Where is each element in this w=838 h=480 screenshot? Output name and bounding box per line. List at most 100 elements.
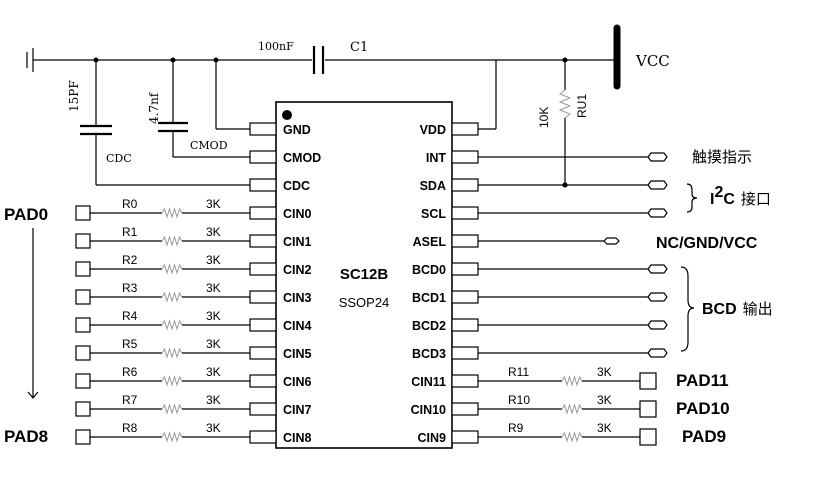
- resistor-value: 3K: [206, 393, 221, 407]
- right-pin-stub: [451, 290, 479, 304]
- left-pin-label: CMOD: [283, 151, 321, 165]
- touch-pad: [75, 233, 91, 249]
- resistor-name: R4: [122, 309, 138, 323]
- right-pin-stub: [451, 206, 479, 220]
- right-pin-label: BCD2: [412, 319, 446, 333]
- left-pin-label: CIN2: [283, 263, 312, 277]
- resistor-value: 3K: [206, 225, 221, 239]
- i2c-label-i: I: [710, 191, 714, 208]
- pullup-resistor: 10K RU1: [537, 60, 589, 188]
- i2c-brace: [686, 183, 698, 213]
- channel-resistor: [161, 263, 183, 275]
- touch-pad: [75, 373, 91, 389]
- touch-pad: [75, 289, 91, 305]
- right-pin-label: CIN10: [411, 403, 446, 417]
- right-pin-stub: [451, 178, 479, 192]
- cmod-name: CMOD: [190, 139, 228, 152]
- channel-resistor: [561, 431, 583, 443]
- left-pin-column: GNDCMODCDCCIN0CIN1CIN2CIN3CIN4CIN5CIN6CI…: [249, 122, 321, 445]
- cdc-capacitor: 15PF CDC: [67, 60, 250, 186]
- chip-name: SC12B: [340, 266, 389, 283]
- bcd-brace-shape: [680, 266, 695, 352]
- channel-resistor: [161, 207, 183, 219]
- resistor-name: R7: [122, 393, 138, 407]
- resistor-value: 3K: [206, 253, 221, 267]
- right-pin-label: BCD1: [412, 291, 446, 305]
- cdc-name: CDC: [106, 152, 132, 165]
- left-pin-stub: [249, 346, 277, 360]
- resistor-value: 3K: [597, 421, 612, 435]
- asel-options-label: NC/GND/VCC: [656, 235, 758, 252]
- pullup-value: 10K: [537, 107, 551, 128]
- right-pin-label: INT: [426, 151, 447, 165]
- touch-pad: [75, 429, 91, 445]
- channel-resistor: [161, 319, 183, 331]
- left-pin-stub: [249, 374, 277, 388]
- pullup-name: RU1: [575, 94, 589, 118]
- touch-pad: [639, 372, 657, 390]
- pad11-label: PAD11: [676, 371, 729, 390]
- channel-resistor: [161, 431, 183, 443]
- right-pin-stub: [451, 122, 479, 136]
- i2c-label-c: C: [723, 191, 735, 208]
- bcd-output-label: BCD 输出: [702, 300, 773, 318]
- left-pin-label: CIN3: [283, 291, 312, 305]
- channel-resistor: [161, 235, 183, 247]
- resistor-name: R8: [122, 421, 138, 435]
- bcd-output-label-main: BCD: [702, 301, 737, 318]
- left-pin-label: CIN0: [283, 207, 312, 221]
- left-pin-label: CIN7: [283, 403, 312, 417]
- output-terminal: [647, 320, 668, 330]
- bcd-output-label-rest: 输出: [743, 300, 773, 318]
- resistor-value: 3K: [206, 365, 221, 379]
- touch-pad: [75, 401, 91, 417]
- top-rail: VCC 100nF C1: [26, 24, 670, 90]
- touch-pad: [75, 261, 91, 277]
- resistor-name: R6: [122, 365, 138, 379]
- left-pin-stub: [249, 234, 277, 248]
- pin1-marker: [282, 110, 292, 120]
- resistor-name: R2: [122, 253, 138, 267]
- touch-indicator-label: 触摸指示: [692, 148, 752, 166]
- resistor-name: R0: [122, 197, 138, 211]
- touch-pad: [639, 400, 657, 418]
- output-terminal: [603, 237, 620, 245]
- left-pin-label: CIN6: [283, 375, 312, 389]
- right-pin-stub: [451, 234, 479, 248]
- output-terminal: [647, 348, 668, 358]
- chip-package: SSOP24: [339, 295, 390, 310]
- i2c-brace-shape: [686, 183, 698, 213]
- c1-value: 100nF: [258, 40, 294, 53]
- output-terminal: [647, 292, 668, 302]
- resistor-value: 3K: [206, 281, 221, 295]
- channel-resistor: [561, 403, 583, 415]
- cmod-value: 4.7nf: [147, 91, 161, 124]
- left-pin-stub: [249, 290, 277, 304]
- right-pin-label: SCL: [421, 207, 446, 221]
- c1-name: C1: [350, 40, 368, 55]
- left-pin-stub: [249, 262, 277, 276]
- left-pin-stub: [249, 318, 277, 332]
- pad-sequence-arrow: [27, 228, 39, 399]
- left-pin-stub: [249, 178, 277, 192]
- left-pin-label: CIN5: [283, 347, 312, 361]
- output-terminal: [647, 208, 668, 218]
- vcc-label: VCC: [635, 52, 670, 70]
- right-pin-stub: [451, 374, 479, 388]
- resistor-name: R5: [122, 337, 138, 351]
- arrow-head: [27, 391, 39, 399]
- resistor-name: R10: [508, 393, 530, 407]
- pad0-label: PAD0: [4, 205, 48, 224]
- left-pin-label: CIN4: [283, 319, 312, 333]
- right-pin-label: CIN11: [411, 375, 446, 389]
- resistor-name: R3: [122, 281, 138, 295]
- right-pin-label: ASEL: [413, 235, 447, 249]
- right-pin-label: BCD3: [412, 347, 446, 361]
- resistor-value: 3K: [206, 337, 221, 351]
- output-terminal: [647, 180, 668, 190]
- channel-resistor: [161, 347, 183, 359]
- left-pin-stub: [249, 206, 277, 220]
